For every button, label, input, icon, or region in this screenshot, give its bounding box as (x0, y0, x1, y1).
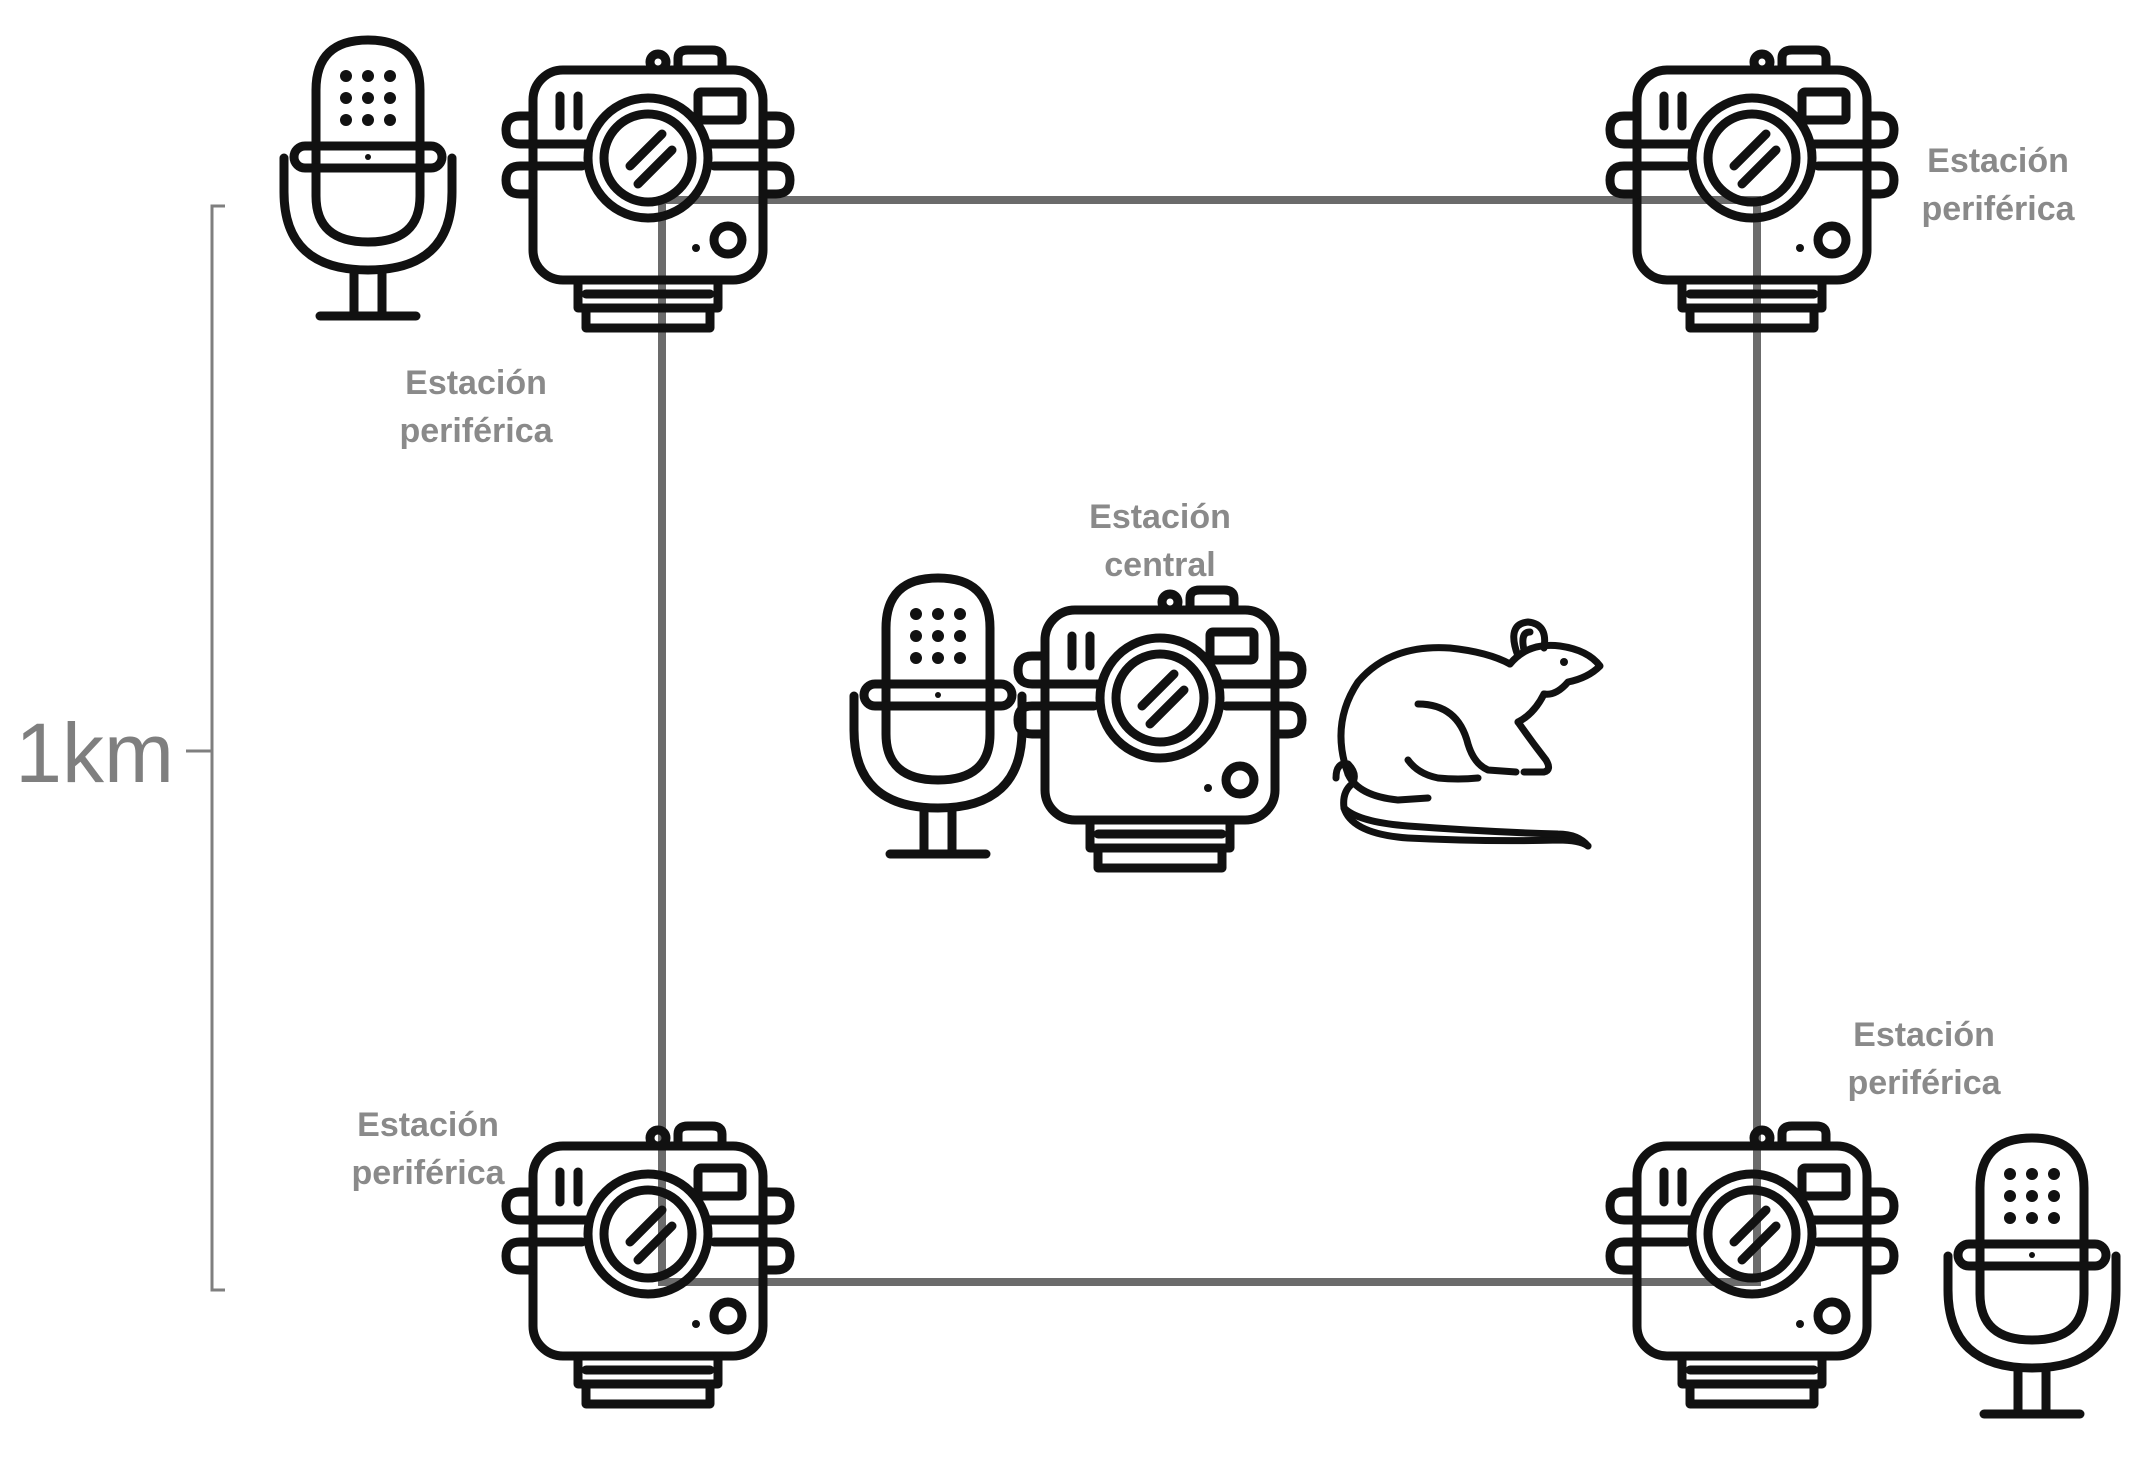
camera-icon (506, 1126, 790, 1404)
station-top-right: Estación periférica (1610, 50, 2076, 328)
camera-icon (506, 50, 790, 328)
sampling-square (658, 196, 1761, 1286)
station-label-line1: Estación (1927, 142, 2069, 180)
scale-bracket: 1km (15, 204, 225, 1292)
station-label-line1: Estación (1089, 498, 1231, 536)
station-label-line1: Estación (357, 1106, 499, 1144)
station-label-line1: Estación (1853, 1016, 1995, 1054)
scale-label: 1km (15, 706, 174, 800)
station-top-left: Estación periférica (284, 40, 790, 450)
station-label-line1: Estación (405, 364, 547, 402)
microphone-icon (1948, 1138, 2116, 1414)
station-label-line2: periférica (1921, 190, 2075, 228)
station-label-line2: periférica (399, 412, 553, 450)
camera-icon (1610, 50, 1894, 328)
station-label-line2: periférica (1847, 1064, 2001, 1102)
rat-icon (1336, 622, 1603, 846)
station-label-line2: central (1104, 546, 1216, 584)
camera-icon (1018, 590, 1302, 868)
station-label-line2: periférica (351, 1154, 505, 1192)
station-bottom-left: Estación periférica (351, 1106, 790, 1404)
microphone-icon (854, 578, 1022, 854)
camera-icon (1610, 1126, 1894, 1404)
station-central: Estación central (854, 498, 1603, 868)
station-bottom-right: Estación periférica (1610, 1016, 2116, 1414)
microphone-icon (284, 40, 452, 316)
